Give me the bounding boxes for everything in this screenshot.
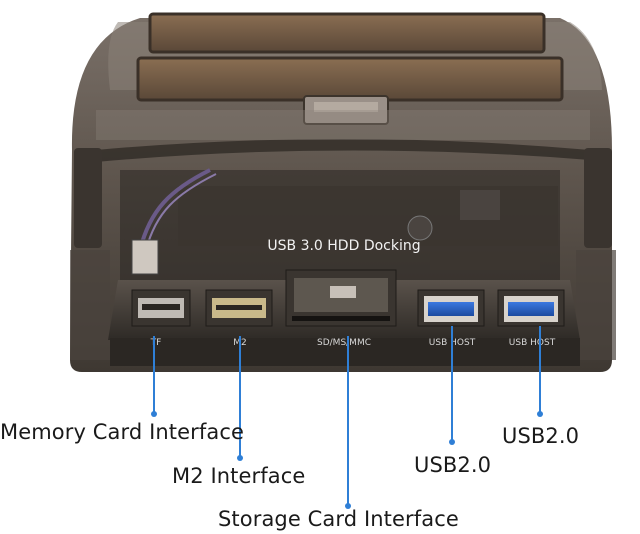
sd-port-label: SD/MS/MMC	[317, 338, 371, 348]
tf-card-slot[interactable]	[131, 289, 191, 327]
m2-card-slot[interactable]	[205, 289, 273, 327]
drive-slot-lower	[136, 56, 564, 102]
device-label: USB 3.0 HDD Docking	[267, 238, 420, 254]
callout-memory-card-interface: Memory Card Interface	[0, 420, 244, 444]
callout-m2-interface: M2 Interface	[172, 464, 306, 488]
usb-host-port-left[interactable]	[417, 289, 485, 327]
callout-storage-card-interface: Storage Card Interface	[218, 507, 459, 531]
drive-slot-upper	[148, 12, 546, 54]
tf-port-label: TF	[150, 338, 162, 348]
callout-leader-lines	[151, 326, 543, 509]
usb-host-right-label: USB HOST	[509, 338, 556, 348]
usb-host-port-right[interactable]	[497, 289, 565, 327]
callout-usb2-right: USB2.0	[502, 424, 580, 448]
led-indicator	[407, 215, 433, 241]
callout-usb2-left: USB2.0	[414, 453, 492, 477]
front-panel: TF M2 SD/MS/MMC USB HOST USB	[108, 269, 580, 366]
sd-ms-mmc-slot[interactable]	[285, 269, 397, 327]
